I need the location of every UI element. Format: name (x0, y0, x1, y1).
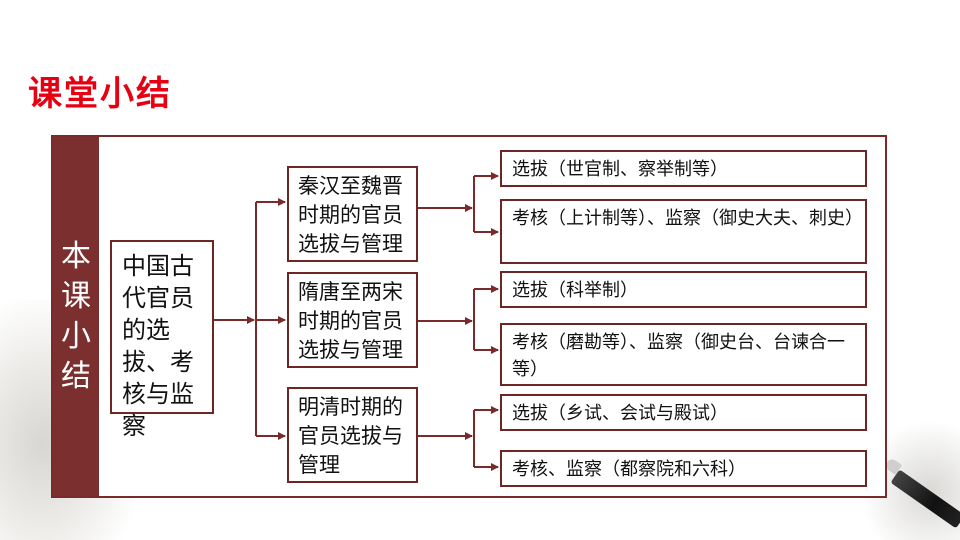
leaf-ming-qing-selection: 选拔（乡试、会试与殿试） (500, 394, 867, 431)
root-node: 中国古代官员的选拔、考核与监察 (110, 240, 214, 440)
slide-title: 课堂小结 (28, 74, 172, 114)
sidebar-banner: 本课小结 (53, 137, 99, 496)
period-node-ming-qing: 明清时期的官员选拔与管理 (287, 387, 418, 483)
period-node-qin-han: 秦汉至魏晋时期的官员选拔与管理 (287, 166, 418, 262)
period-node-sui-tang: 隋唐至两宋时期的官员选拔与管理 (287, 272, 418, 368)
leaf-qin-han-supervision: 考核（上计制等）、监察（御史大夫、刺史） (500, 199, 867, 264)
leaf-qin-han-selection: 选拔（世官制、察举制等） (500, 150, 867, 187)
leaf-sui-tang-selection: 选拔（科举制） (500, 271, 867, 308)
leaf-sui-tang-supervision: 考核（磨勘等）、监察（御史台、台谏合一等） (500, 323, 867, 386)
sidebar-label: 本课小结 (61, 238, 91, 394)
leaf-ming-qing-supervision: 考核、监察（都察院和六科） (500, 450, 867, 487)
summary-frame: 本课小结 (51, 135, 887, 498)
